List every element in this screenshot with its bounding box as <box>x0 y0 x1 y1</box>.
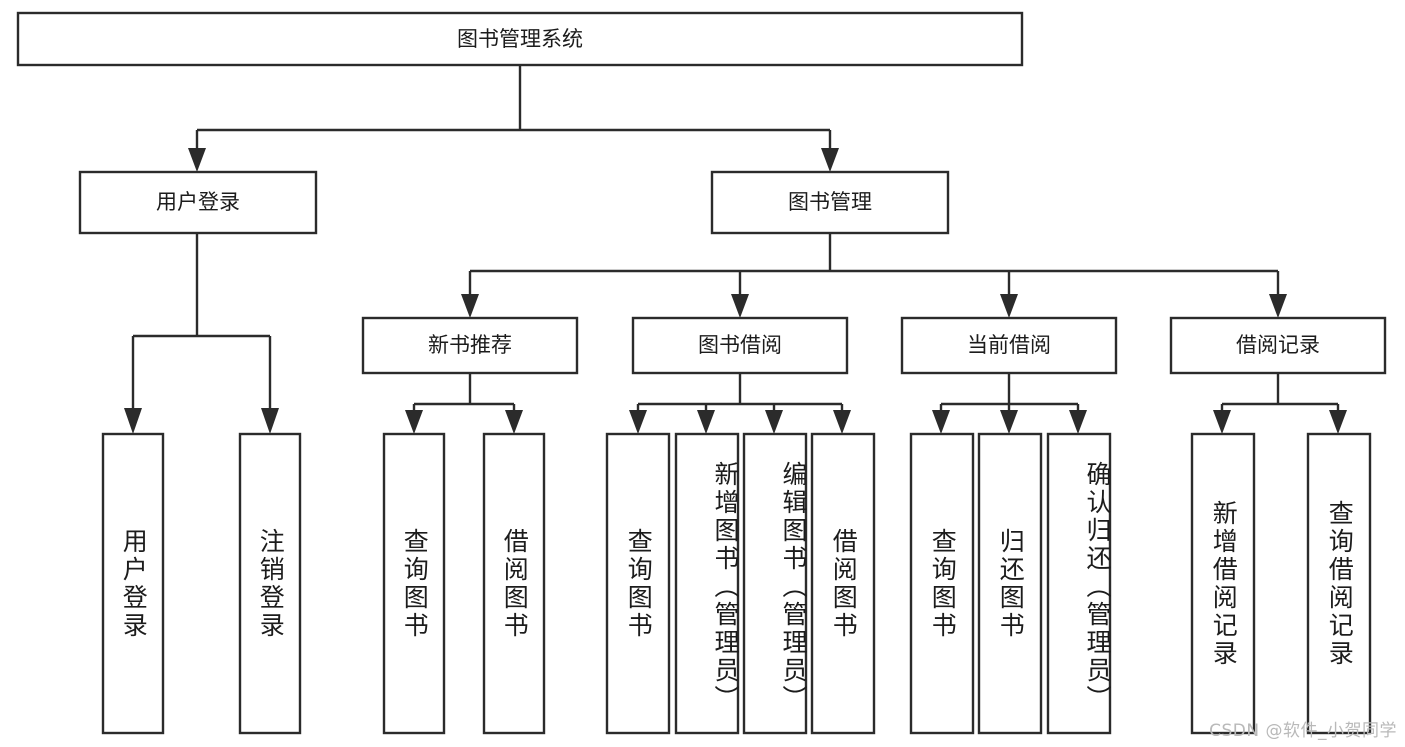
node-leaf-return-book[interactable] <box>977 432 1043 735</box>
node-borrow-records[interactable] <box>1169 316 1387 375</box>
node-new-book-recommend[interactable] <box>361 316 579 375</box>
arrow-user-login-leaf-2 <box>261 408 279 434</box>
arrow-records-leaf-1 <box>1213 410 1231 434</box>
watermark-label: CSDN @软件_小贺同学 <box>1209 721 1397 741</box>
node-leaf-query-borrow-record[interactable] <box>1306 432 1372 735</box>
node-leaf-query-book-2[interactable] <box>605 432 671 735</box>
node-leaf-logout[interactable] <box>238 432 302 735</box>
node-user-login-label: 用户登录 <box>156 190 240 214</box>
arrow-root-to-user-login <box>188 148 206 172</box>
node-root[interactable] <box>16 11 1024 67</box>
arrow-current-leaf-2 <box>1000 410 1018 434</box>
node-new-book-recommend-label: 新书推荐 <box>428 333 512 357</box>
arrow-user-login-leaf-1 <box>124 408 142 434</box>
arrow-root-to-book-mgmt <box>821 148 839 172</box>
arrow-current-leaf-1 <box>932 410 950 434</box>
node-leaf-query-book-3[interactable] <box>909 432 975 735</box>
arrow-borrow-leaf-4 <box>833 410 851 434</box>
node-book-management[interactable] <box>710 170 950 235</box>
node-book-management-label: 图书管理 <box>788 190 872 214</box>
node-user-login[interactable] <box>78 170 318 235</box>
arrow-borrow-leaf-2 <box>697 410 715 434</box>
arrow-new-books-leaf-2 <box>505 410 523 434</box>
arrow-book-mgmt-to-current <box>1000 294 1018 318</box>
node-leaf-add-borrow-record[interactable] <box>1190 432 1256 735</box>
arrow-borrow-leaf-3 <box>765 410 783 434</box>
arrow-book-mgmt-to-borrow <box>731 294 749 318</box>
node-borrow-records-label: 借阅记录 <box>1236 333 1320 357</box>
node-leaf-query-book-1[interactable] <box>382 432 446 735</box>
node-leaf-edit-book-admin[interactable] <box>742 432 808 735</box>
arrow-borrow-leaf-1 <box>629 410 647 434</box>
node-root-label: 图书管理系统 <box>457 27 583 51</box>
node-leaf-confirm-return-admin[interactable] <box>1046 432 1112 735</box>
arrow-current-leaf-3 <box>1069 410 1087 434</box>
arrow-new-books-leaf-1 <box>405 410 423 434</box>
node-layer: 图书管理系统 用户登录 图书管理 新书推荐 图书借阅 当前借阅 借阅记录 <box>16 11 1387 735</box>
node-current-borrow-label: 当前借阅 <box>967 333 1051 357</box>
arrow-records-leaf-2 <box>1329 410 1347 434</box>
node-leaf-borrow-book-1[interactable] <box>482 432 546 735</box>
node-book-borrow[interactable] <box>631 316 849 375</box>
node-leaf-borrow-book-2[interactable] <box>810 432 876 735</box>
node-current-borrow[interactable] <box>900 316 1118 375</box>
node-leaf-user-login[interactable] <box>101 432 165 735</box>
node-book-borrow-label: 图书借阅 <box>698 333 782 357</box>
node-leaf-add-book-admin[interactable] <box>674 432 740 735</box>
arrow-book-mgmt-to-new-books <box>461 294 479 318</box>
arrow-book-mgmt-to-records <box>1269 294 1287 318</box>
connector-layer <box>124 66 1347 434</box>
